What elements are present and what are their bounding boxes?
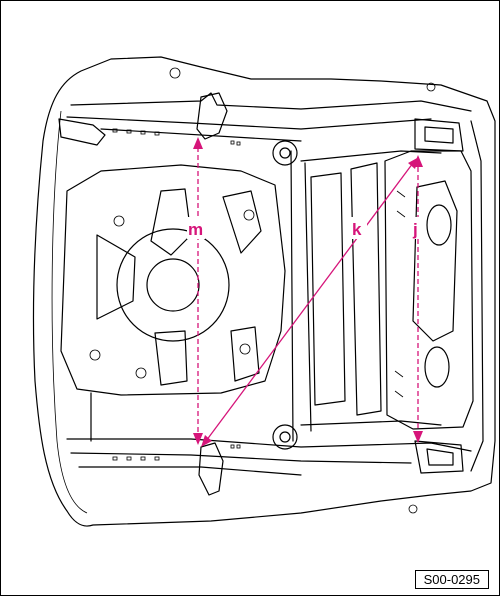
dimension-m bbox=[193, 137, 203, 445]
front-left-jack-pad bbox=[196, 92, 228, 140]
spare-wheel-well bbox=[116, 228, 230, 342]
label-k: k bbox=[352, 220, 362, 239]
dimension-j bbox=[413, 155, 423, 443]
rear-left-jack-pad bbox=[198, 442, 224, 496]
label-j: j bbox=[412, 220, 418, 239]
front-mount-boss bbox=[272, 140, 298, 166]
figure-code: S00-0295 bbox=[414, 570, 489, 589]
label-m: m bbox=[188, 220, 203, 239]
rear-mount-boss bbox=[272, 424, 298, 450]
